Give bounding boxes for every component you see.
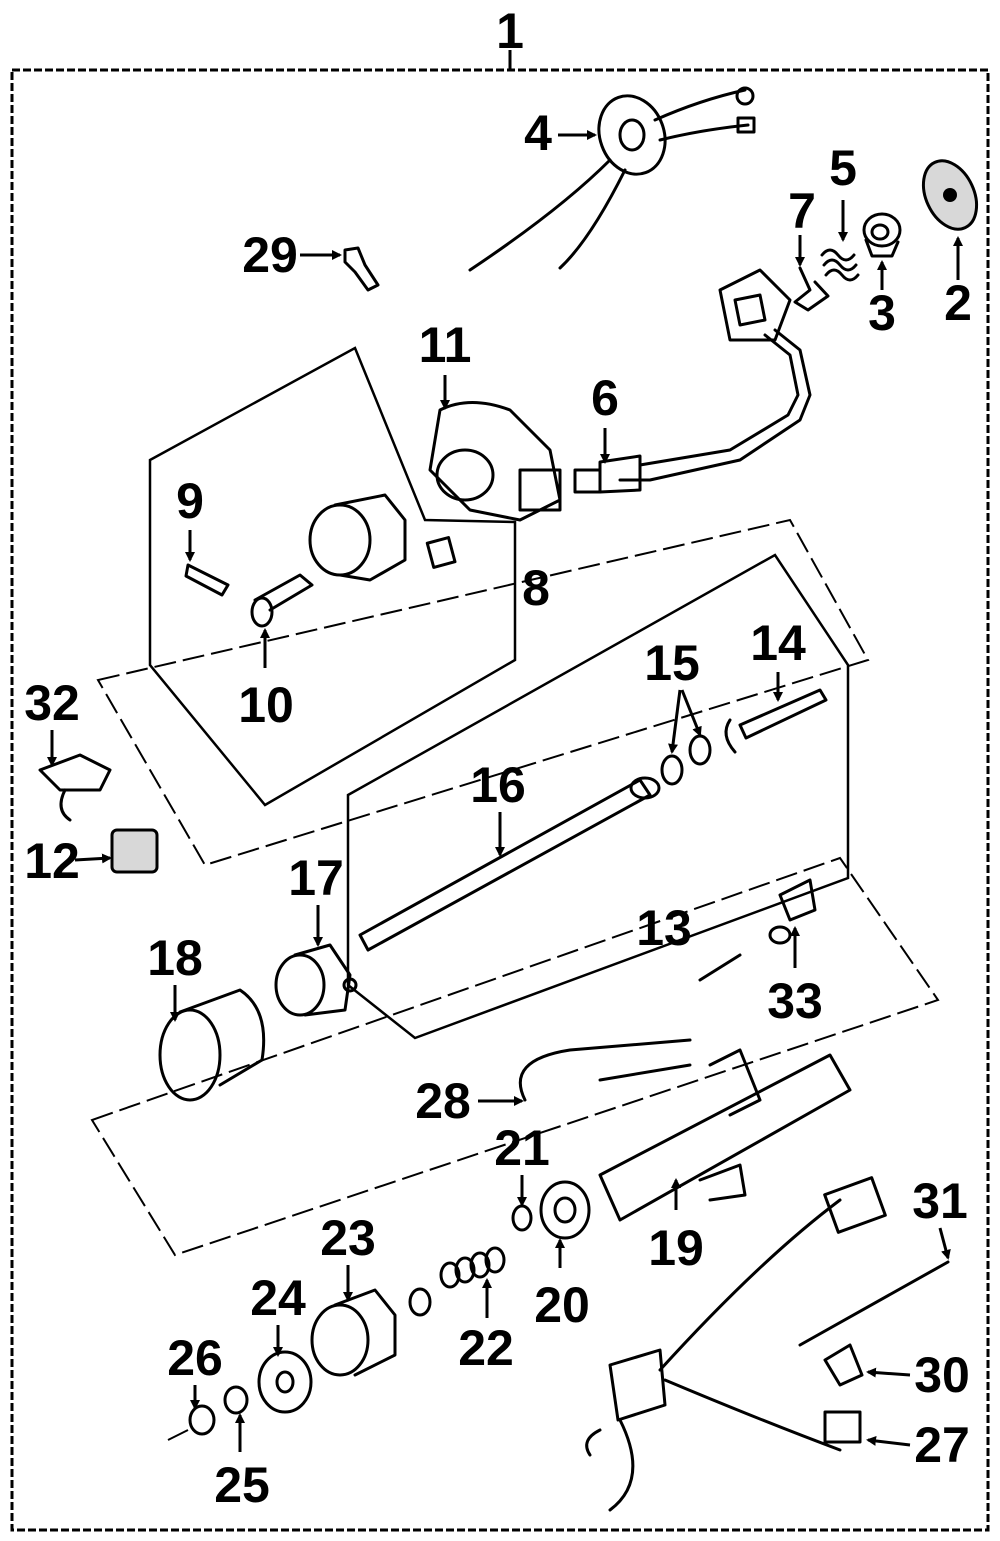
part-26-nut — [167, 1404, 216, 1441]
callout-2: 2 — [944, 275, 972, 331]
callout-18: 18 — [147, 930, 203, 986]
callout-28: 28 — [415, 1073, 471, 1129]
part-31-wire — [798, 1260, 950, 1347]
part-18-sleeve — [158, 988, 266, 1102]
part-8-cylinder — [308, 493, 457, 582]
part-5-spring — [820, 248, 860, 282]
part-11-housing — [428, 401, 562, 522]
dashed-box-upper — [96, 518, 870, 867]
callout-13: 13 — [636, 900, 692, 956]
part-12-block — [110, 828, 159, 874]
callout-12: 12 — [24, 833, 80, 889]
callout-23: 23 — [320, 1210, 376, 1266]
part-24-cover — [257, 1350, 313, 1414]
part-22-spring — [408, 1246, 506, 1317]
part-2-gear — [921, 159, 979, 231]
callout-10: 10 — [238, 677, 294, 733]
part-32-bracket — [38, 753, 112, 822]
part-23-housing — [310, 1288, 397, 1377]
part-7-lever — [793, 266, 830, 312]
part-25-nut — [223, 1385, 249, 1415]
part-20-bearing — [539, 1180, 591, 1240]
callout-33: 33 — [767, 973, 823, 1029]
part-17-bearing-housing — [274, 943, 358, 1017]
callout-25: 25 — [214, 1457, 270, 1513]
callout-9: 9 — [176, 473, 204, 529]
callout-15: 15 — [644, 635, 700, 691]
part-19-jacket — [598, 1048, 852, 1222]
callout-22: 22 — [458, 1320, 514, 1376]
callout-29: 29 — [242, 227, 298, 283]
part-28-wire — [518, 953, 742, 1102]
group-box-8 — [148, 346, 517, 807]
part-14-shaft — [724, 688, 828, 754]
callout-19: 19 — [648, 1220, 704, 1276]
part-30-switch — [823, 1343, 864, 1387]
leader-lines — [47, 130, 963, 1452]
part-10-key — [250, 573, 314, 628]
outer-frame — [10, 50, 990, 1532]
callout-27: 27 — [914, 1417, 970, 1473]
callout-6: 6 — [591, 370, 619, 426]
part-3-cap — [862, 212, 902, 258]
part-27-harness — [585, 1176, 887, 1512]
part-21-washer — [511, 1204, 533, 1232]
callout-5: 5 — [829, 140, 857, 196]
callout-16: 16 — [470, 757, 526, 813]
callout-30: 30 — [914, 1347, 970, 1403]
callout-4: 4 — [524, 105, 552, 161]
callout-32: 32 — [24, 675, 80, 731]
callout-14: 14 — [750, 615, 806, 671]
part-6-switch — [573, 268, 812, 494]
part-29-clip — [343, 246, 380, 292]
part-33-switch — [768, 878, 817, 945]
callout-21: 21 — [494, 1120, 550, 1176]
callout-26: 26 — [167, 1330, 223, 1386]
callout-31: 31 — [912, 1173, 968, 1229]
callout-24: 24 — [250, 1270, 306, 1326]
part-9-retainer — [184, 563, 230, 597]
callout-20: 20 — [534, 1277, 590, 1333]
callout-1: 1 — [496, 3, 524, 59]
callout-11: 11 — [419, 317, 472, 373]
part-15-parts — [660, 734, 712, 786]
part-16-rod — [358, 776, 661, 952]
callout-17: 17 — [288, 850, 344, 906]
part-4-canceling-cam — [468, 86, 756, 272]
callout-8: 8 — [522, 560, 550, 616]
callout-labels: 1 2 3 4 5 6 7 8 9 10 11 12 13 14 15 16 1… — [24, 3, 972, 1513]
callout-7: 7 — [788, 183, 816, 239]
dashed-box-lower — [90, 856, 940, 1257]
callout-3: 3 — [868, 285, 896, 341]
